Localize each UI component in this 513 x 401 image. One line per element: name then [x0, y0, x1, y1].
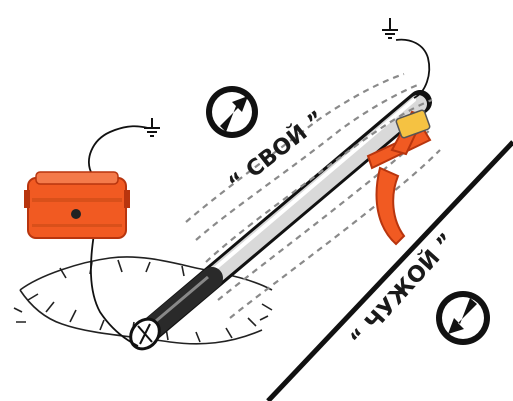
- arrow-up-right-icon: [206, 86, 258, 138]
- receiver-ground-lead: [396, 40, 429, 98]
- generator-port-icon: [71, 209, 81, 219]
- ground-symbol-icon: [144, 118, 160, 136]
- signal-generator: [24, 172, 130, 238]
- ground-symbol-icon-receiver: [382, 18, 398, 38]
- arrow-down-left-icon: [436, 291, 490, 345]
